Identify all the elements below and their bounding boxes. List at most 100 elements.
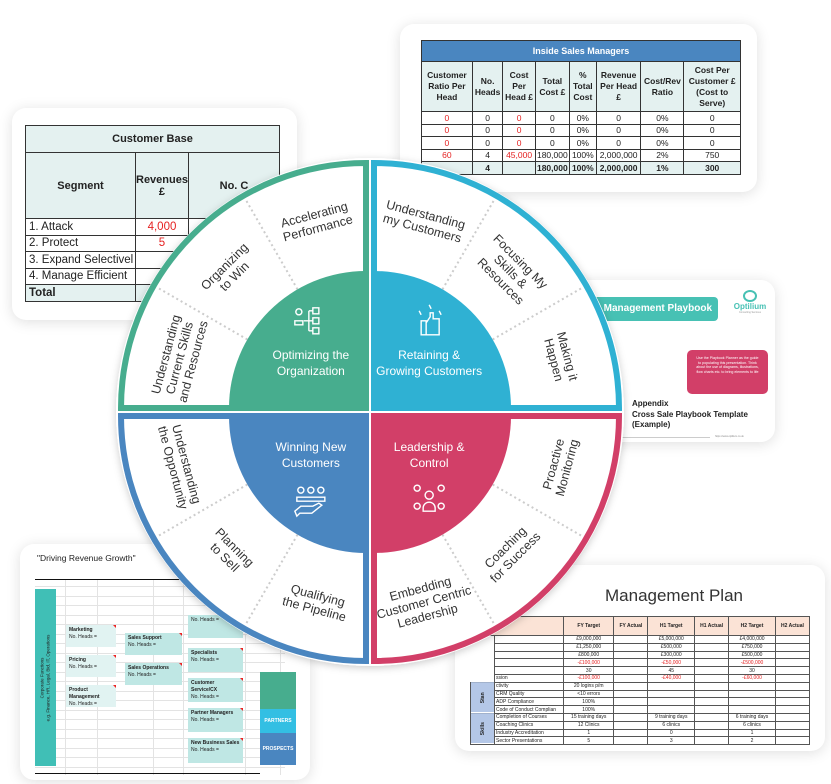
grid-line bbox=[35, 624, 285, 625]
col-header: Cost Per Customer £ (Cost to Serve) bbox=[683, 61, 741, 112]
segment-cell: 3. Expand Selectivel bbox=[25, 251, 136, 269]
grid-line bbox=[97, 580, 98, 775]
quadrant-title-line: Growing Customers bbox=[376, 364, 482, 378]
table-cell: 180,000 bbox=[534, 161, 570, 175]
hand-people-icon bbox=[294, 486, 326, 518]
quadrant-title-line: Winning New bbox=[275, 440, 346, 454]
col-header: Revenue Per Head £ bbox=[595, 61, 642, 112]
quadrant-title-line: Retaining & bbox=[398, 348, 460, 362]
quadrant-title-line: Control bbox=[410, 456, 449, 470]
table-cell bbox=[694, 736, 730, 746]
org-chart-card: "Driving Revenue Growth" Corporate Funct… bbox=[20, 544, 310, 780]
col-header: FY Actual bbox=[613, 616, 649, 636]
thumbs-up-stars-icon bbox=[418, 304, 442, 336]
col-header: Customer Ratio Per Head bbox=[421, 61, 473, 112]
col-header: Cost/Rev Ratio bbox=[640, 61, 685, 112]
plan-title: Management Plan bbox=[605, 586, 743, 605]
template-label: Cross Sale Playbook Template (Example) bbox=[632, 410, 748, 429]
col-header: H1 Target bbox=[647, 616, 696, 636]
grid-line bbox=[35, 719, 285, 720]
quadrant-title-line: Customers bbox=[282, 456, 340, 470]
segment-cell: 4. Manage Efficient bbox=[25, 267, 136, 285]
top-axis-line bbox=[35, 579, 255, 580]
table-cell: 100% bbox=[568, 161, 597, 175]
quadrant-title-line: Organization bbox=[277, 364, 345, 378]
role-name: Pricing bbox=[69, 657, 86, 663]
head-count: No. Heads = bbox=[69, 701, 97, 707]
col-header: H1 Actual bbox=[694, 616, 730, 636]
col-header: No. Heads bbox=[471, 61, 504, 112]
grid-line bbox=[35, 728, 285, 730]
grid-line bbox=[183, 580, 184, 775]
customers-band bbox=[260, 672, 296, 709]
grid-line bbox=[35, 586, 285, 587]
grid-line bbox=[65, 580, 66, 775]
table-cell: 2,000,000 bbox=[595, 161, 642, 175]
revenue-cell: 4,000 bbox=[135, 218, 189, 236]
logo-text: Optilium bbox=[733, 302, 767, 311]
col-header: % Total Cost bbox=[568, 61, 597, 112]
grid-line bbox=[35, 747, 285, 749]
table-cell: 0 bbox=[534, 136, 570, 150]
globe-icon bbox=[743, 290, 757, 302]
col-header: Revenues £ bbox=[135, 152, 189, 219]
inner-sector bbox=[374, 416, 511, 553]
col-header: Segment bbox=[25, 152, 136, 219]
role-name: Sales Support bbox=[128, 635, 162, 641]
table-cell: 5 bbox=[562, 736, 615, 746]
grid-line bbox=[35, 595, 285, 597]
table-cell: 1% bbox=[640, 161, 685, 175]
playbook-note: Use the Playbook Planner as the guide to… bbox=[687, 350, 768, 394]
table-cell bbox=[613, 736, 649, 746]
total-label: Total bbox=[25, 284, 136, 302]
role-name: Marketing bbox=[69, 627, 93, 633]
grid-line bbox=[35, 662, 285, 663]
grid-line bbox=[35, 690, 285, 692]
grid-line bbox=[35, 614, 285, 616]
table-title: Customer Base bbox=[25, 125, 280, 153]
footer-line bbox=[550, 437, 710, 438]
role-name: Sales Operations bbox=[128, 665, 169, 671]
head-count: No. Heads = bbox=[128, 642, 156, 648]
quadrant-title: Leadership & Control bbox=[394, 440, 465, 470]
role-name: New Business Sales bbox=[191, 740, 240, 746]
quadrant-title-line: Leadership & bbox=[394, 440, 465, 454]
col-header: H2 Actual bbox=[774, 616, 811, 636]
table-cell bbox=[774, 736, 811, 746]
head-count: No. Heads = bbox=[69, 634, 97, 640]
appendix-label: Appendix bbox=[632, 399, 669, 408]
inner-sector bbox=[229, 271, 366, 408]
corporate-functions-bar: Corporate Functions e.g. Finance, HR, Le… bbox=[35, 589, 56, 766]
optilium-logo: Optilium Consulting Services bbox=[726, 290, 774, 314]
col-header: FY Target bbox=[562, 616, 615, 636]
quadrant-optimizing-the-organization[interactable]: UnderstandingCurrent Skillsand Resources… bbox=[117, 159, 369, 411]
col-header: Total Cost £ bbox=[534, 61, 570, 112]
inner-sector bbox=[374, 271, 511, 408]
grid-line bbox=[35, 605, 285, 606]
footer-url: https://www.optilium.co.uk bbox=[715, 435, 744, 438]
role-name: Product Management bbox=[69, 687, 100, 700]
grid-line bbox=[35, 757, 285, 758]
inner-sector bbox=[229, 416, 366, 553]
grid-line bbox=[35, 700, 285, 701]
inside-sales-table: Inside Sales Managers Customer Ratio Per… bbox=[421, 40, 741, 175]
